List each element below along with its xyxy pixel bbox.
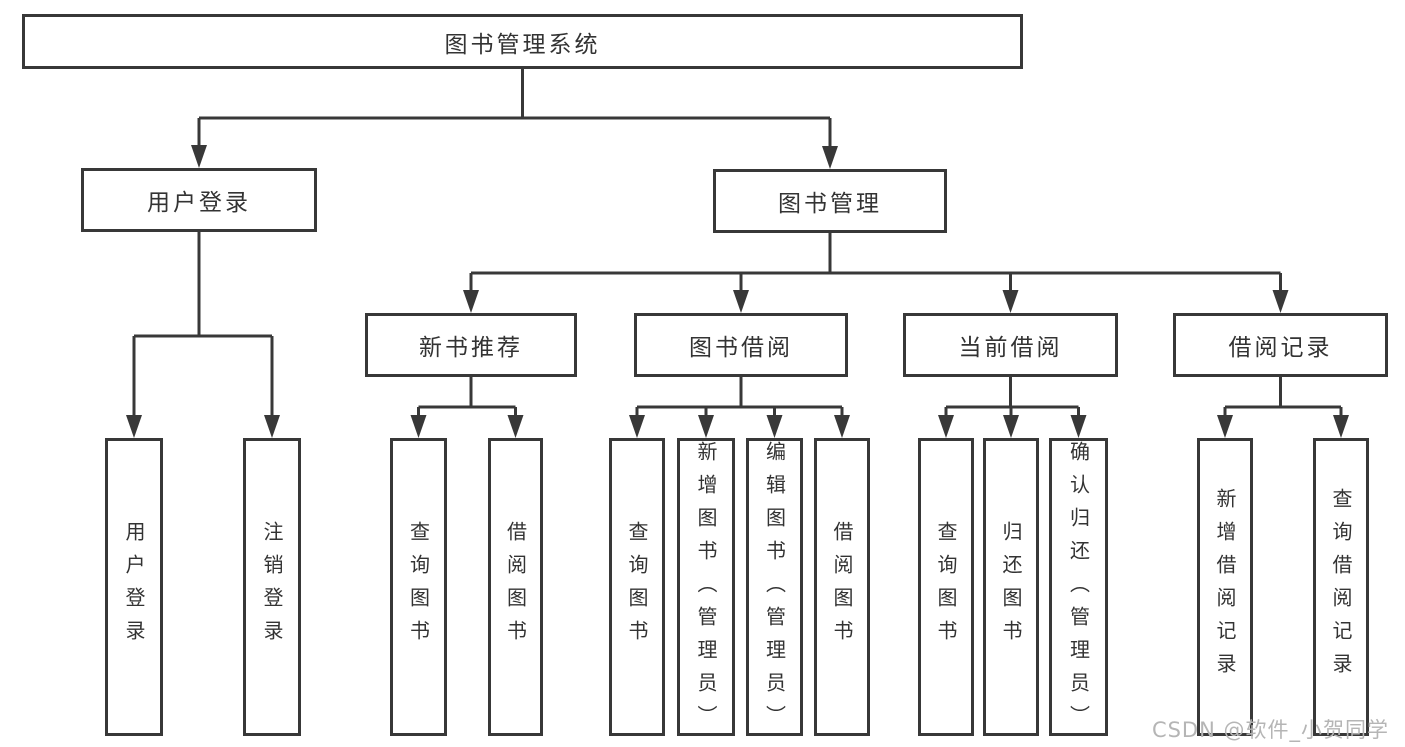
- node-root: 图书管理系统: [22, 14, 1023, 69]
- node-leaf-query-book-2: 查询图书: [609, 438, 665, 736]
- node-leaf-borrow-book-1: 借阅图书: [488, 438, 543, 736]
- node-new-book-rec: 新书推荐: [365, 313, 577, 377]
- watermark: CSDN @软件_小贺同学: [1151, 718, 1389, 742]
- node-leaf-user-login: 用户登录: [105, 438, 163, 736]
- node-book-mgmt: 图书管理: [713, 169, 947, 233]
- node-leaf-add-book: 新增图书（管理员）: [677, 438, 735, 738]
- node-leaf-add-record: 新增借阅记录: [1197, 438, 1253, 736]
- node-leaf-confirm-return: 确认归还（管理员）: [1049, 438, 1108, 738]
- node-leaf-query-book-1: 查询图书: [390, 438, 447, 736]
- node-book-borrow: 图书借阅: [634, 313, 848, 377]
- node-leaf-query-book-3: 查询图书: [918, 438, 974, 736]
- node-current-borrow: 当前借阅: [903, 313, 1118, 377]
- node-leaf-return-book: 归还图书: [983, 438, 1039, 736]
- node-leaf-logout: 注销登录: [243, 438, 301, 736]
- node-leaf-edit-book: 编辑图书（管理员）: [746, 438, 803, 738]
- node-borrow-record: 借阅记录: [1173, 313, 1388, 377]
- node-user-login: 用户登录: [81, 168, 317, 232]
- node-leaf-borrow-book-2: 借阅图书: [814, 438, 870, 736]
- node-leaf-query-record: 查询借阅记录: [1313, 438, 1369, 736]
